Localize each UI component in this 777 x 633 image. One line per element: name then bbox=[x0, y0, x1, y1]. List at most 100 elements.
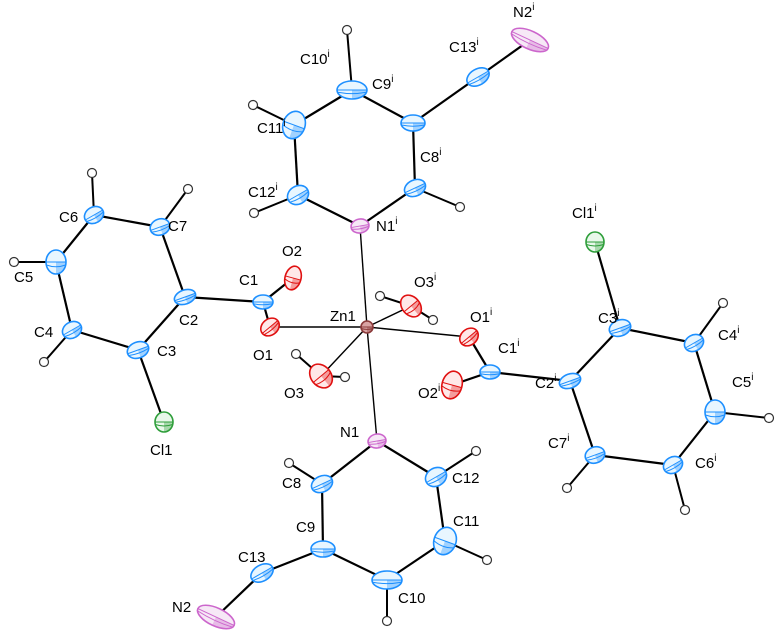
atom-N2i bbox=[510, 27, 550, 53]
atom-label-text: C2 bbox=[535, 375, 554, 392]
bond-C2-C3 bbox=[137, 296, 186, 351]
hydrogen-atom bbox=[8, 256, 20, 268]
atom-label-C6: C6 bbox=[59, 209, 78, 226]
bond-C3-Cl1 bbox=[136, 349, 166, 423]
atom-label-C10: C10 bbox=[398, 590, 426, 607]
hydrogen-atom bbox=[470, 445, 482, 457]
atom-label-superscript: i bbox=[490, 307, 492, 318]
atom-label-superscript: i bbox=[532, 2, 534, 13]
atom-O1 bbox=[259, 317, 281, 337]
bond-C9i-C13i bbox=[412, 76, 479, 124]
atom-label-text: C8 bbox=[282, 475, 301, 492]
hydrogen-atom bbox=[561, 482, 573, 494]
atom-C1 bbox=[252, 294, 274, 310]
atom-label-superscript: i bbox=[617, 308, 619, 319]
atom-C5i bbox=[704, 399, 726, 425]
atom-label-text: O1 bbox=[253, 347, 273, 364]
atom-C11 bbox=[432, 526, 458, 556]
atom-label-O3i: O3i bbox=[414, 272, 436, 291]
atom-label-C3: C3 bbox=[157, 343, 176, 360]
atom-label-text: C8 bbox=[420, 149, 439, 166]
atom-label-superscript: i bbox=[328, 49, 330, 60]
bond-C8i-C9i bbox=[411, 122, 417, 189]
atom-label-text: C2 bbox=[179, 312, 198, 329]
atom-label-text: C3 bbox=[598, 310, 617, 327]
bond-C6i-C7i bbox=[594, 453, 674, 467]
atom-label-text: C6 bbox=[695, 455, 714, 472]
atom-label-N1: N1 bbox=[340, 424, 359, 441]
hydrogen-atom bbox=[290, 348, 302, 360]
atom-label-N2: N2 bbox=[172, 599, 191, 616]
atom-C3i bbox=[608, 318, 632, 338]
atom-label-text: Cl1 bbox=[572, 205, 595, 222]
atom-label-C12: C12 bbox=[452, 470, 480, 487]
atom-label-text: C10 bbox=[398, 590, 426, 607]
atom-O1i bbox=[458, 327, 480, 347]
atom-O2 bbox=[283, 265, 303, 291]
atom-label-text: C5 bbox=[732, 374, 751, 391]
atom-label-superscript: i bbox=[283, 118, 285, 129]
bond-C3i-C4i bbox=[619, 326, 695, 345]
bond-C12i-N1i bbox=[297, 194, 361, 227]
atom-label-text: O1 bbox=[470, 309, 490, 326]
atom-label-text: Zn1 bbox=[330, 308, 356, 325]
atom-C11i bbox=[281, 110, 307, 140]
atom-C1i bbox=[479, 364, 501, 380]
atom-label-superscript: i bbox=[737, 325, 739, 336]
atom-label-C1: C1 bbox=[239, 272, 258, 289]
atom-label-C11: C11 bbox=[453, 513, 479, 530]
atom-O3i bbox=[399, 294, 423, 318]
atom-label-C4i: C4i bbox=[718, 325, 739, 344]
h-bond-C10i bbox=[346, 29, 353, 91]
atom-label-text: C11 bbox=[257, 120, 283, 137]
atom-C7i bbox=[584, 445, 606, 465]
atom-C10 bbox=[371, 570, 403, 590]
atom-label-N1i: N1i bbox=[376, 216, 397, 235]
atom-label-C2i: C2i bbox=[535, 373, 556, 392]
atom-label-superscript: i bbox=[751, 372, 753, 383]
atom-label-text: C11 bbox=[453, 513, 479, 530]
atom-label-text: N1 bbox=[376, 218, 395, 235]
atom-label-superscript: i bbox=[395, 216, 397, 227]
bond-C1i-C2i bbox=[489, 370, 571, 383]
atom-label-C13i: C13i bbox=[449, 37, 479, 56]
atom-C9i bbox=[400, 114, 426, 132]
hydrogen-atom bbox=[427, 314, 439, 326]
atom-C10i bbox=[336, 80, 368, 100]
hydrogen-atom bbox=[247, 99, 259, 111]
atom-C9 bbox=[310, 540, 336, 558]
atom-C8i bbox=[403, 178, 427, 198]
hydrogen-atom bbox=[679, 504, 691, 516]
atom-label-C10i: C10i bbox=[300, 49, 330, 68]
atom-label-O1: O1 bbox=[253, 347, 273, 364]
bond-Zn1-O3 bbox=[320, 326, 368, 377]
atom-label-text: O3 bbox=[414, 274, 434, 291]
atom-Cl1 bbox=[154, 411, 174, 433]
atom-label-superscript: i bbox=[439, 147, 441, 158]
hydrogen-atom bbox=[182, 183, 194, 195]
bond-Zn1-N1i bbox=[359, 225, 368, 328]
atom-label-C13: C13 bbox=[238, 549, 266, 566]
atoms-layer bbox=[45, 27, 726, 630]
atom-C8 bbox=[310, 474, 334, 494]
atom-C13 bbox=[250, 563, 274, 583]
hydrogen-atom bbox=[248, 207, 260, 219]
atom-label-text: C13 bbox=[238, 549, 266, 566]
bond-C7-C2 bbox=[158, 226, 187, 298]
atom-label-text: C13 bbox=[449, 39, 477, 56]
atom-O2i bbox=[440, 370, 464, 400]
labels-layer: Zn1N1C8C9C10C11C12C13N2N1iC8iC9iC10iC11i… bbox=[14, 2, 753, 616]
bond-C8-C9 bbox=[320, 483, 325, 550]
atom-label-C8: C8 bbox=[282, 475, 301, 492]
atom-Cl1i bbox=[585, 231, 605, 253]
atom-label-C9: C9 bbox=[296, 519, 315, 536]
hydrogen-atom bbox=[339, 371, 351, 383]
atom-label-C1i: C1i bbox=[498, 338, 519, 357]
atom-label-O1i: O1i bbox=[470, 307, 492, 326]
atom-C12 bbox=[424, 466, 448, 488]
atom-C3 bbox=[126, 340, 150, 360]
atom-label-text: N2 bbox=[172, 599, 191, 616]
atom-label-text: C12 bbox=[248, 184, 276, 201]
